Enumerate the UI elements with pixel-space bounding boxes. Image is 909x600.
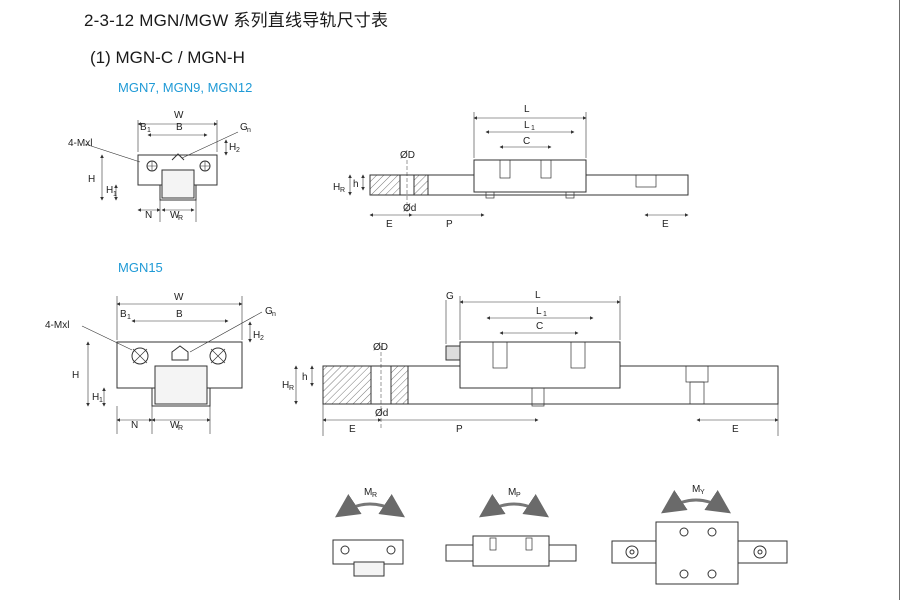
moment-mp-diagram xyxy=(445,494,577,567)
moment-my-sub: Y xyxy=(700,489,705,496)
dim-L-large: L xyxy=(535,290,541,301)
dim-phid-small: Ød xyxy=(403,203,416,214)
dim-mxl-large: 4-Mxl xyxy=(45,320,69,331)
dim-G-large: G xyxy=(446,291,454,302)
dim-phiD-large: ØD xyxy=(373,342,388,353)
dim-HR-sub-large: R xyxy=(289,385,294,392)
dim-H1-small: H xyxy=(106,185,113,196)
dim-h-small: h xyxy=(353,179,359,190)
dim-L1-small: L xyxy=(524,120,530,131)
dim-B1-large: B xyxy=(120,309,127,320)
dim-B1-small: B xyxy=(140,122,147,133)
small-end-view xyxy=(84,120,239,222)
dim-H2-large: H xyxy=(253,330,260,341)
dim-WR-sub-large: R xyxy=(178,425,183,432)
large-side-view xyxy=(294,296,779,436)
dim-B1-sub-small: 1 xyxy=(147,127,151,134)
dim-P-small: P xyxy=(446,219,453,230)
dim-mxl-small: 4-Mxl xyxy=(68,138,92,149)
dim-L1-large: L xyxy=(536,306,542,317)
dim-B-small: B xyxy=(176,122,183,133)
dim-WR-large: W xyxy=(170,420,180,431)
dim-Gn-sub-large: n xyxy=(272,311,276,318)
dim-W-small: W xyxy=(174,110,184,121)
dim-E-left-large: E xyxy=(349,424,356,435)
dim-L1-sub-large: 1 xyxy=(543,311,547,318)
dim-B-large: B xyxy=(176,309,183,320)
dim-h-large: h xyxy=(302,372,308,383)
dim-C-large: C xyxy=(536,321,543,332)
dim-H1-sub-small: 1 xyxy=(113,191,117,198)
dim-Gn-large: G xyxy=(265,306,273,317)
dim-HR-sub-small: R xyxy=(340,187,345,194)
dim-phiD-small: ØD xyxy=(400,150,415,161)
moment-mp-label: M xyxy=(508,487,516,498)
series-label-small: MGN7, MGN9, MGN12 xyxy=(118,80,253,95)
moment-mr-diagram xyxy=(332,494,405,577)
dim-E-left-small: E xyxy=(386,219,393,230)
section-title: (1) MGN-C / MGN-H xyxy=(90,48,245,67)
dim-H2-sub-large: 2 xyxy=(260,335,264,342)
dim-C-small: C xyxy=(523,136,530,147)
dim-Gn-sub-small: n xyxy=(247,127,251,134)
dim-HR-small: H xyxy=(333,182,340,193)
dim-E-right-small: E xyxy=(662,219,669,230)
dim-WR-small: W xyxy=(170,210,180,221)
moment-my-diagram xyxy=(611,490,788,585)
dim-N-small: N xyxy=(145,210,152,221)
dim-N-large: N xyxy=(131,420,138,431)
dim-HR-large: H xyxy=(282,380,289,391)
moment-mr-label: M xyxy=(364,487,372,498)
dim-H-large: H xyxy=(72,370,79,381)
page-border-line xyxy=(899,0,900,600)
dim-B1-sub-large: 1 xyxy=(127,314,131,321)
dim-W-large: W xyxy=(174,292,184,303)
dim-L-small: L xyxy=(524,104,530,115)
dim-H2-sub-small: 2 xyxy=(236,147,240,154)
dim-H1-sub-large: 1 xyxy=(99,397,103,404)
dim-Gn-small: G xyxy=(240,122,248,133)
large-end-view xyxy=(81,296,263,434)
dim-P-large: P xyxy=(456,424,463,435)
dim-WR-sub-small: R xyxy=(178,215,183,222)
moment-my-label: M xyxy=(692,484,700,495)
dim-E-right-large: E xyxy=(732,424,739,435)
moment-mp-sub: P xyxy=(516,492,521,499)
dim-phid-large: Ød xyxy=(375,408,388,419)
page-title: 2-3-12 MGN/MGW 系列直线导轨尺寸表 xyxy=(84,11,389,30)
series-label-large: MGN15 xyxy=(118,260,163,275)
small-side-view xyxy=(348,112,689,217)
dim-H-small: H xyxy=(88,174,95,185)
dim-H2-small: H xyxy=(229,142,236,153)
moment-mr-sub: R xyxy=(372,492,377,499)
dim-H1-large: H xyxy=(92,392,99,403)
dim-L1-sub-small: 1 xyxy=(531,125,535,132)
